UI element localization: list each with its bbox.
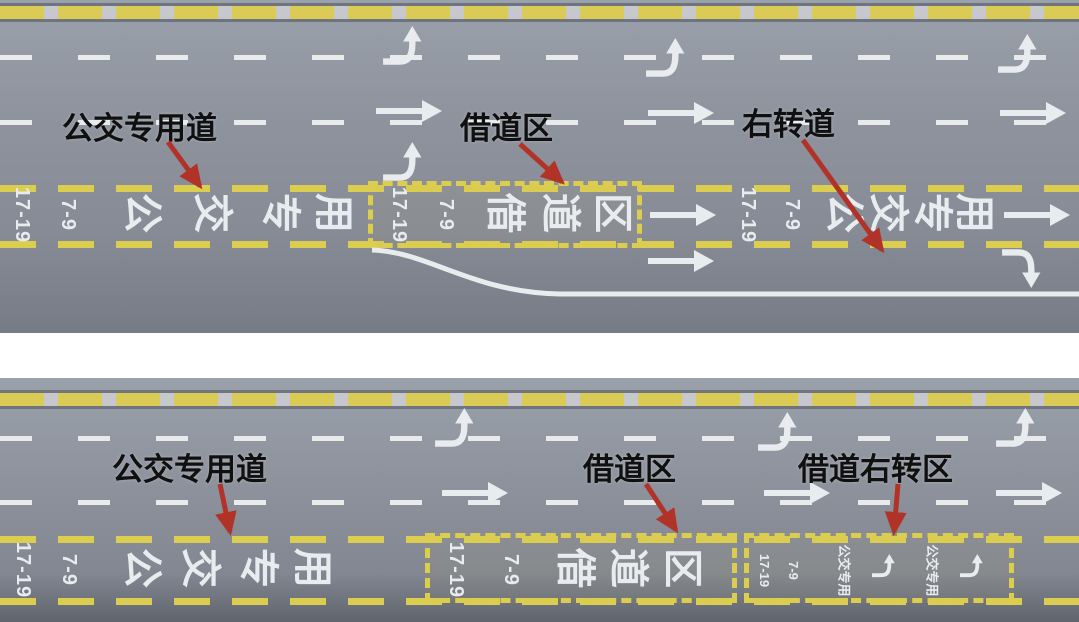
- road-marking-text: 专: [910, 193, 954, 233]
- bus-lane-boundary-line: [0, 536, 1079, 543]
- annotation-label-bus-lane: 公交专用道: [62, 111, 217, 146]
- road-marking-text: 公交专用: [924, 544, 940, 597]
- straight-arrow-marking: [648, 102, 714, 124]
- lane-edge-curve-line: [371, 247, 1079, 297]
- road-marking-text: 17-19: [757, 553, 773, 588]
- turn-arrow-marking: [758, 412, 802, 454]
- annotation-label-right-turn: 右转道: [742, 107, 835, 142]
- turn-arrow-marking: [383, 26, 427, 68]
- road-marking-text: 交: [866, 193, 910, 233]
- road-diagram-bottom: 17-19 7-9 公 交 专 用 17-19 7-9 借 道 区 17-19 …: [0, 378, 1079, 622]
- borrow-zone-box: [368, 181, 642, 248]
- road-marking-text: 借: [483, 193, 527, 233]
- median-barrier: [0, 390, 1079, 409]
- turn-arrow-marking: [996, 408, 1040, 450]
- road-marking-text: 用: [952, 193, 996, 233]
- road-marking-text: 7-9: [499, 554, 522, 586]
- road-marking-text: 公: [120, 548, 164, 588]
- road-marking-text: 17-19: [737, 186, 760, 244]
- annotation-label-borrow-zone: 借道区: [583, 452, 676, 487]
- straight-arrow-marking: [376, 100, 442, 122]
- road-marking-text: 道: [606, 548, 650, 588]
- median-barrier: [0, 3, 1079, 22]
- straight-arrow-marking: [442, 482, 508, 504]
- turn-arrow-marking: [383, 142, 427, 184]
- road-marking-text: 专: [236, 548, 280, 588]
- right-turn-borrow-zone-box: [744, 533, 1014, 603]
- road-marking-text: 交: [178, 548, 222, 588]
- road-marking-text: 17-19: [12, 541, 35, 599]
- road-marking-text: 17-19: [11, 186, 34, 244]
- road-marking-text: 道: [538, 193, 582, 233]
- lane-divider-line: [0, 500, 1079, 505]
- road-marking-text: 17-19: [445, 541, 468, 599]
- road-diagram-top: 17-19 7-9 公 交 专 用 17-19 7-9 借 道 区 17-19 …: [0, 0, 1079, 333]
- turn-arrow-marking: [435, 408, 479, 450]
- road-marking-text: 用: [311, 193, 355, 233]
- turn-arrow-marking: [960, 554, 986, 579]
- turn-arrow-marking: [646, 38, 690, 80]
- road-marking-text: 用: [290, 548, 334, 588]
- annotation-label-borrow-right-turn: 借道右转区: [798, 452, 953, 487]
- road-marking-text: 公交专用: [836, 544, 852, 597]
- road-marking-text: 17-19: [388, 186, 411, 244]
- road-marking-text: 区: [590, 193, 634, 233]
- road-marking-text: 7-9: [56, 199, 79, 231]
- annotation-label-bus-lane: 公交专用道: [112, 452, 267, 487]
- borrow-zone-box: [425, 533, 737, 603]
- road-marking-text: 公: [120, 193, 164, 233]
- straight-arrow-marking: [1000, 102, 1066, 124]
- annotation-label-borrow-zone: 借道区: [460, 111, 553, 146]
- lane-divider-line: [0, 436, 1079, 441]
- straight-arrow-marking: [650, 204, 716, 226]
- road-marking-text: 公: [822, 193, 866, 233]
- bus-lane-boundary-line: [0, 185, 1079, 192]
- road-marking-text: 专: [258, 193, 302, 233]
- road-marking-text: 交: [190, 193, 234, 233]
- road-marking-text: 7-9: [57, 554, 80, 586]
- lane-divider-line: [0, 120, 1079, 125]
- road-marking-text: 7-9: [780, 199, 803, 231]
- road-marking-text: 借: [553, 548, 597, 588]
- road-marking-text: 区: [660, 548, 704, 588]
- turn-arrow-marking: [998, 34, 1042, 76]
- straight-arrow-marking: [1004, 204, 1070, 226]
- road-marking-text: 7-9: [785, 561, 801, 580]
- turn-arrow-marking: [872, 554, 898, 579]
- straight-arrow-marking: [996, 482, 1062, 504]
- road-marking-text: 7-9: [434, 199, 457, 231]
- lane-divider-line: [0, 55, 1079, 60]
